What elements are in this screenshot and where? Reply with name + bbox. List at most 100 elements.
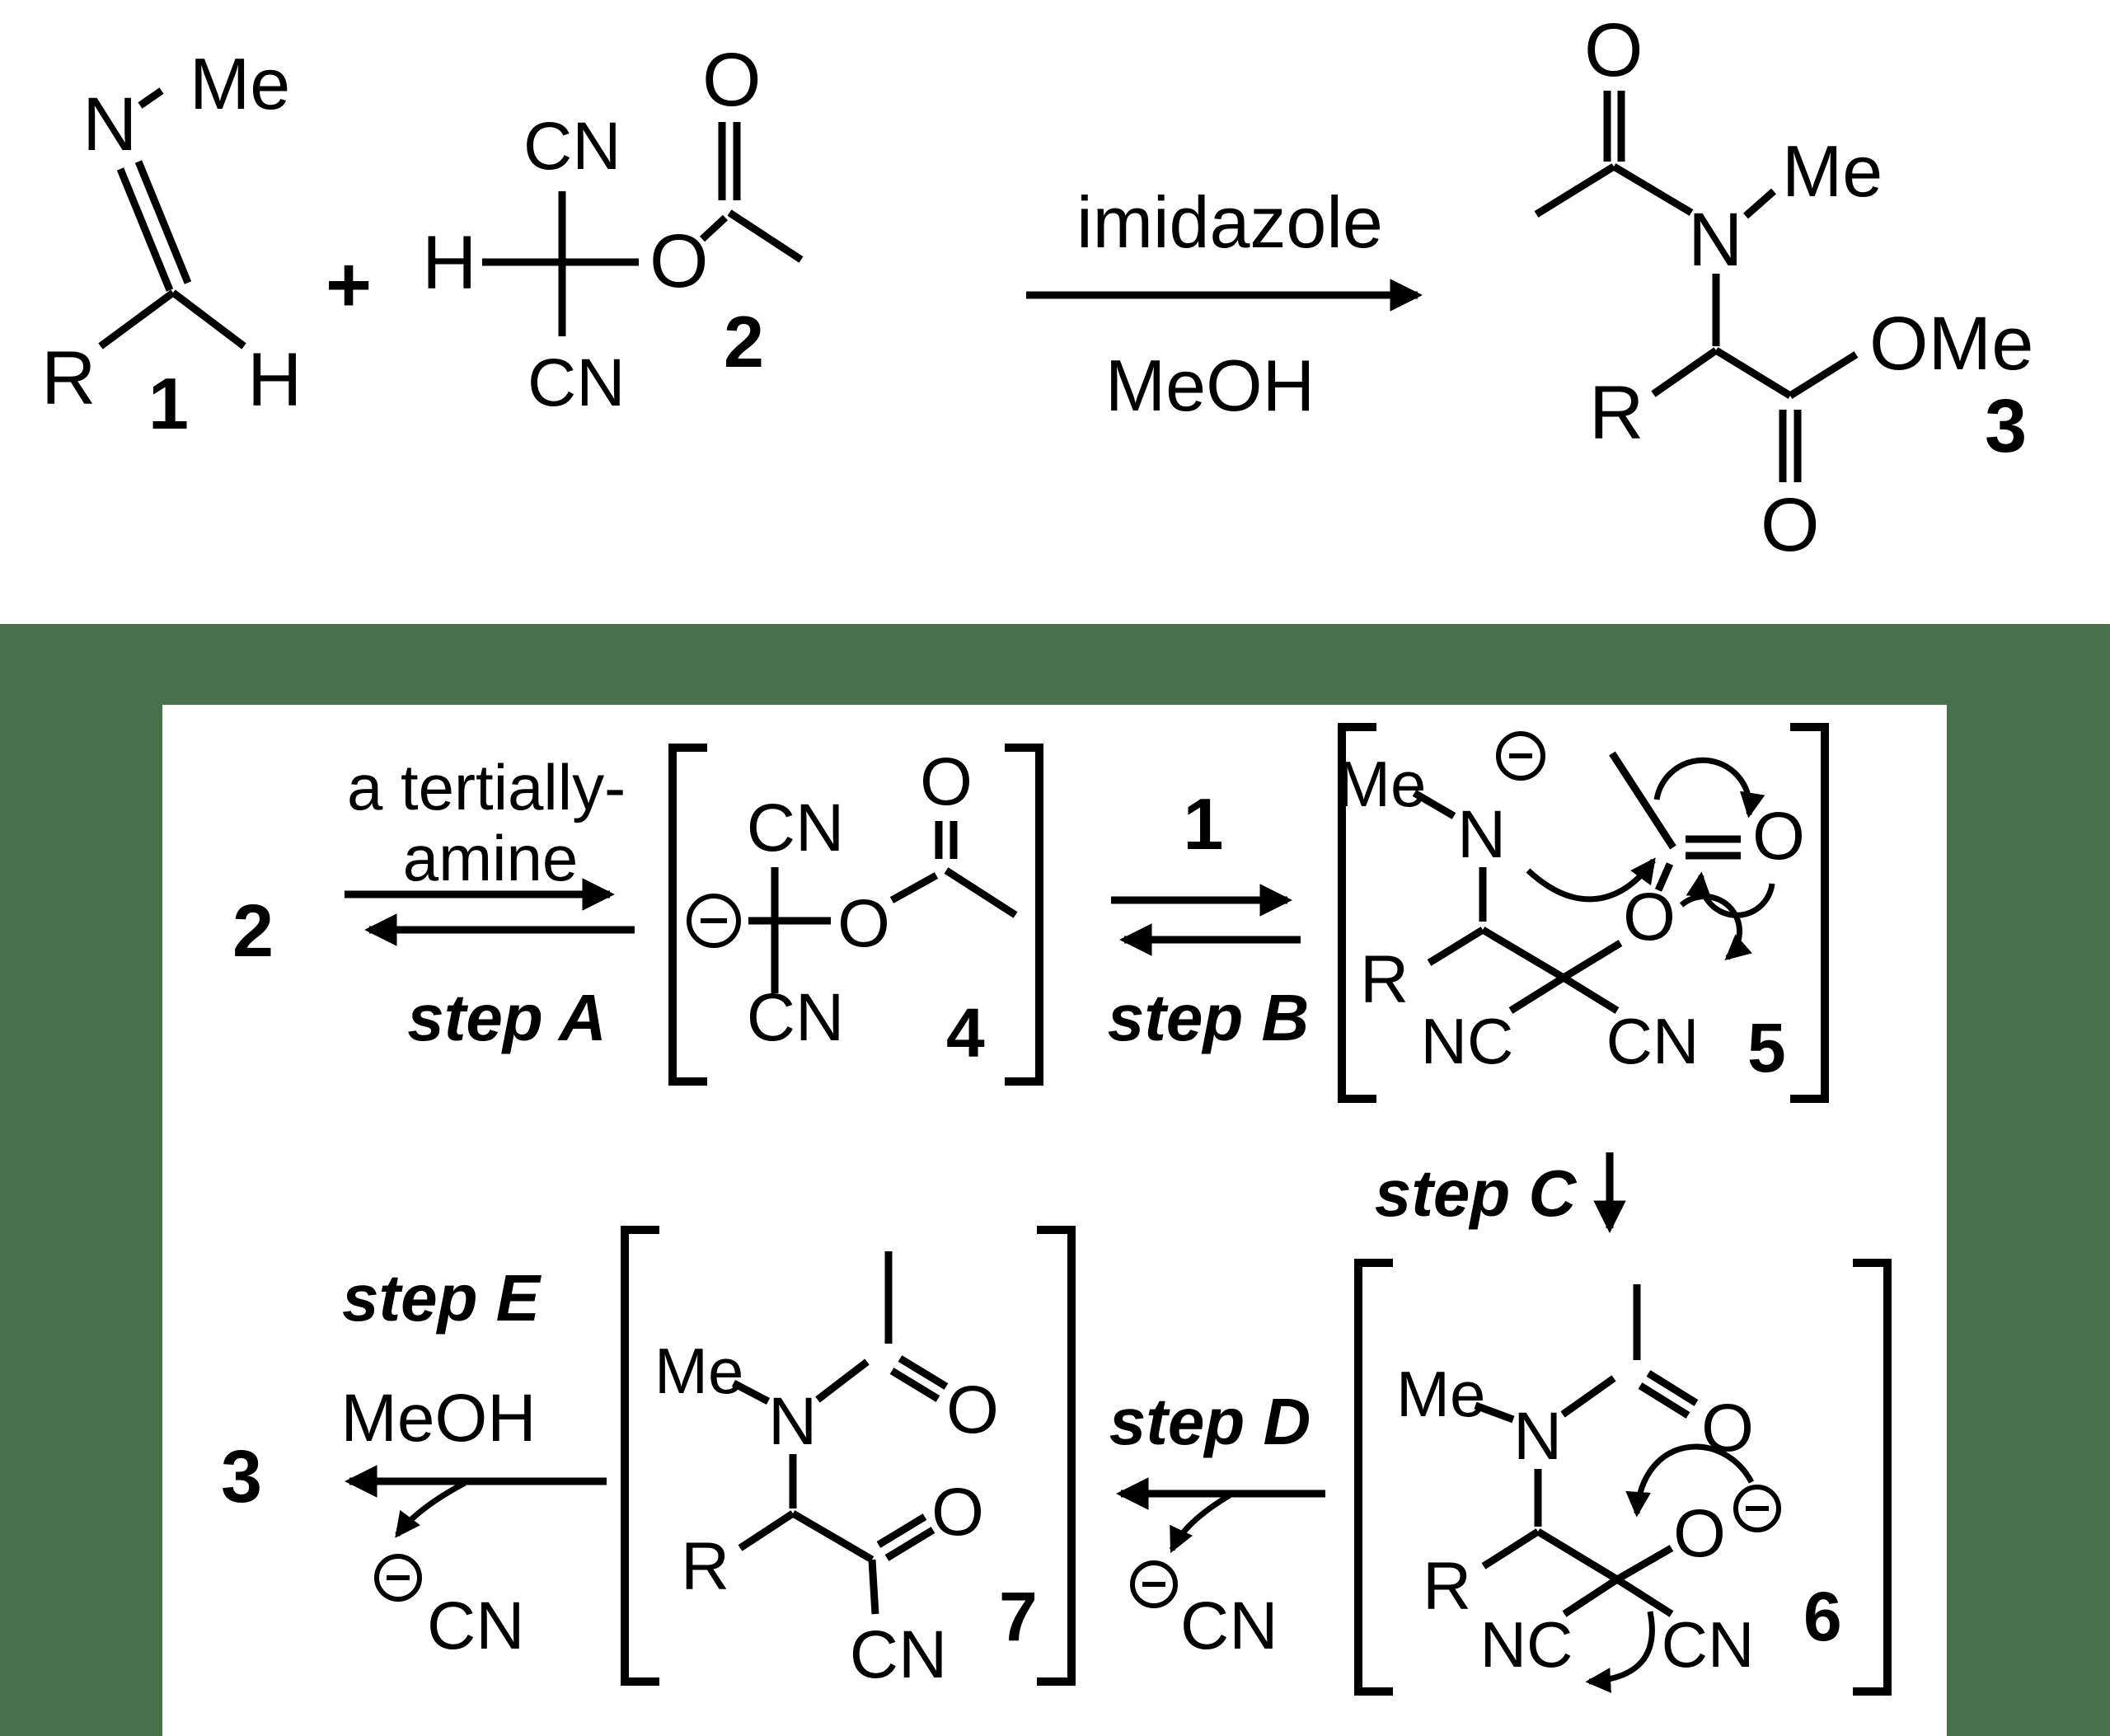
bond: [738, 1510, 795, 1551]
bond: [1788, 351, 1859, 399]
bond: [1508, 974, 1566, 1014]
bond: [138, 87, 164, 109]
right-bracket: [1853, 1259, 1892, 1696]
nitrile-bottom-label: CN: [747, 980, 844, 1055]
step-label: step C: [1375, 1157, 1578, 1230]
curly-arrow: [1585, 1611, 1655, 1693]
amide-oxygen-label: O: [946, 1372, 999, 1447]
nitrile-left-label: NC: [1421, 1005, 1514, 1077]
nitrogen-label: N: [1457, 797, 1506, 872]
intermediate-5: Me N R NC CN O O 5: [1337, 723, 1829, 1103]
bond: [868, 1559, 879, 1615]
bond: [1646, 1370, 1699, 1406]
intermediate-4: CN CN O O 4: [668, 744, 1043, 1086]
bond: [889, 872, 939, 903]
bond: [1611, 163, 1694, 216]
r-group-label: R: [681, 1529, 729, 1604]
step-label: step E: [342, 1261, 542, 1335]
hydrogen-label: H: [247, 338, 302, 422]
plus-sign: +: [326, 241, 372, 329]
nitrile-top-label: CN: [747, 791, 844, 866]
bond: [1536, 1528, 1620, 1583]
reagent-label: 1: [1184, 783, 1224, 865]
methyl-label: Me: [1782, 130, 1883, 212]
minus-charge-icon: [1130, 1560, 1178, 1608]
bond: [1561, 940, 1623, 981]
ester-oxygen-label: O: [837, 886, 890, 961]
bond: [171, 289, 246, 350]
bond: [1560, 1375, 1616, 1418]
bond: [98, 289, 176, 350]
bond: [1534, 163, 1616, 218]
nitrile-right-label: CN: [1606, 1005, 1700, 1077]
reagent-line2: amine: [403, 822, 578, 894]
bond: [116, 167, 174, 292]
right-bracket: [1790, 723, 1829, 1103]
bond: [1714, 347, 1793, 399]
bond: [1480, 927, 1566, 981]
bond: [884, 1527, 935, 1561]
right-bracket: [1005, 744, 1043, 1086]
cyanide-label: CN: [427, 1588, 524, 1663]
bond: [944, 867, 1018, 918]
nitrogen-label: N: [1688, 198, 1742, 282]
right-bracket: [1037, 1226, 1076, 1686]
methyl-label: Me: [190, 43, 290, 124]
methyl-label: Me: [1396, 1358, 1485, 1430]
bond: [889, 1368, 940, 1402]
bond: [1654, 862, 1674, 892]
step-label: step A: [407, 981, 607, 1054]
bond: [1481, 1528, 1540, 1569]
nitrile-bottom-label: CN: [528, 345, 625, 420]
mech-start-label: 2: [232, 890, 274, 973]
minus-charge-icon: [1733, 1485, 1781, 1532]
bond: [699, 214, 729, 242]
curly-arrow: [1679, 894, 1752, 961]
reaction-arrow-group: imidazole MeOH: [1026, 181, 1423, 426]
solvent-label: MeOH: [341, 1381, 537, 1456]
nitrogen-label: N: [1513, 1399, 1562, 1474]
nitrile-right-label: CN: [1662, 1608, 1755, 1681]
step-label: step D: [1109, 1385, 1311, 1458]
minus-charge-icon: [374, 1554, 422, 1602]
left-bracket: [668, 744, 707, 1086]
step-a-group: a tertially- amine step A: [345, 751, 635, 1054]
condition-below: MeOH: [1105, 345, 1315, 426]
carbonyl-oxygen-label: O: [702, 38, 762, 122]
nitrile-left-label: NC: [1480, 1608, 1573, 1681]
bond: [731, 1380, 771, 1405]
bond: [876, 1513, 927, 1548]
bond: [1474, 1401, 1515, 1424]
bond: [1638, 1382, 1690, 1419]
carbonyl-oxygen-label: O: [920, 744, 973, 819]
curly-arrow: [1625, 1443, 1755, 1518]
bond: [1651, 347, 1718, 397]
keto-oxygen-label: O: [931, 1475, 984, 1550]
step-e-group: step E MeOH 3 CN: [221, 1261, 607, 1663]
cyanide-label: CN: [1180, 1588, 1278, 1663]
left-bracket: [1338, 723, 1376, 1103]
curly-arrow: [1653, 757, 1765, 819]
nitrile-label: CN: [850, 1617, 947, 1692]
reagent-line1: a tertially-: [347, 751, 626, 823]
curly-arrow: [395, 1480, 467, 1538]
bond: [1615, 1545, 1674, 1583]
compound-number: 2: [724, 301, 764, 382]
minus-charge-icon: [1496, 731, 1545, 781]
step-d-group: step D CN: [1109, 1385, 1325, 1663]
intermediate-6: Me N O R O NC CN 6: [1354, 1259, 1892, 1696]
bond: [815, 1358, 870, 1403]
bond: [1609, 751, 1676, 850]
ester-oxygen-label: O: [649, 219, 709, 303]
intermediate-7: Me N O R O CN 7: [621, 1226, 1076, 1692]
intermediate-number: 5: [1747, 1009, 1786, 1086]
acyl-oxygen-label: O: [1584, 8, 1643, 92]
left-bracket: [1354, 1259, 1393, 1696]
compound-2: H CN CN O O 2: [422, 38, 804, 420]
bond: [790, 1510, 874, 1563]
compound-3: O Me N R OMe O 3: [1534, 8, 2033, 567]
methoxy-label: OMe: [1869, 302, 2033, 386]
bond: [1412, 790, 1456, 819]
